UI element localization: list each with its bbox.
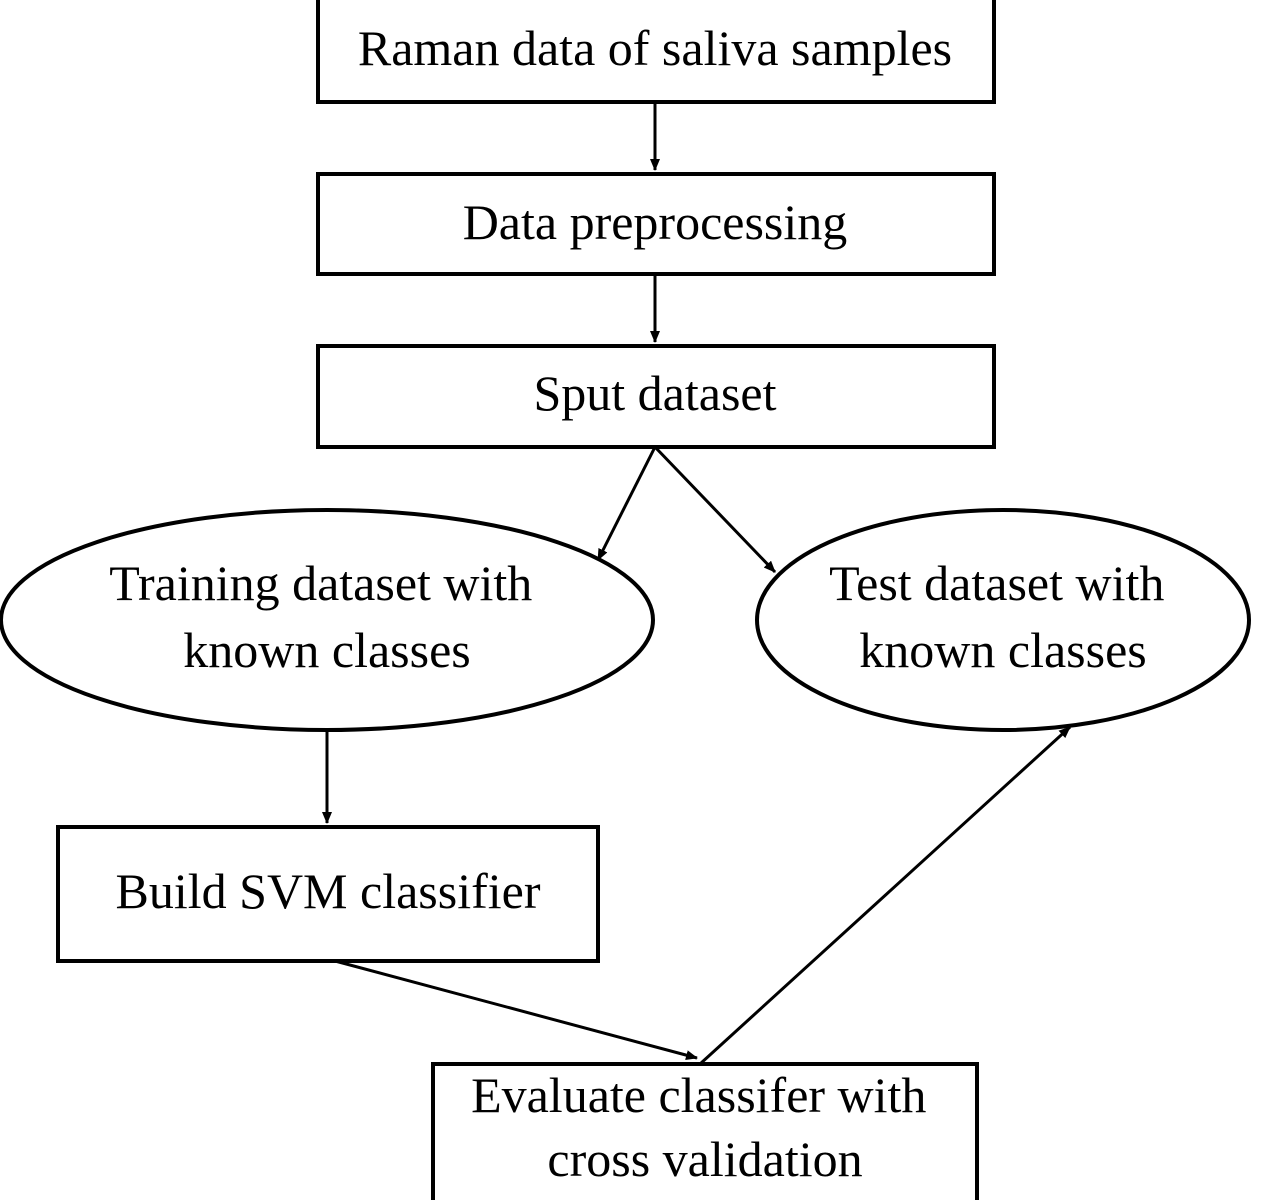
node-training: Training dataset with known classes xyxy=(0,508,655,732)
node-preprocessing-label: Data preprocessing xyxy=(463,194,848,250)
node-training-ellipse xyxy=(0,508,655,732)
node-build-svm-label: Build SVM classifier xyxy=(116,863,541,919)
node-training-label-line2: known classes xyxy=(183,622,470,678)
node-test-label-line2: known classes xyxy=(859,622,1146,678)
edge-build-svm-to-evaluate xyxy=(334,959,698,1060)
node-build-svm: Build SVM classifier xyxy=(56,825,600,963)
node-evaluate-box xyxy=(431,1062,979,1200)
node-build-svm-box xyxy=(56,825,600,963)
edge-evaluate-to-test xyxy=(698,725,1072,1066)
edge-split-to-test xyxy=(653,445,777,574)
svg-text:Sput dataset: Sput dataset xyxy=(533,365,776,421)
node-split-box xyxy=(316,344,996,449)
node-test-ellipse xyxy=(755,508,1251,732)
svg-text:Build SVM classifier: Build SVM classifier xyxy=(116,863,541,919)
edge-split-to-training xyxy=(596,446,657,561)
node-split-label: Sput dataset xyxy=(533,365,776,421)
svg-text:Evaluate classifer with: Evaluate classifer with cross validation xyxy=(471,1067,939,1187)
edges xyxy=(322,102,1072,1066)
node-test-label-line1: Test dataset with xyxy=(829,555,1164,611)
node-raman-data-label: Raman data of saliva samples xyxy=(358,20,952,76)
node-test: Test dataset with known classes xyxy=(755,508,1251,732)
node-split: Sput dataset xyxy=(316,344,996,449)
node-evaluate-label-line1: Evaluate classifer with xyxy=(471,1067,926,1123)
node-evaluate: Evaluate classifer with cross validation xyxy=(431,1062,979,1200)
svg-text:Test dataset with known: Test dataset with known classes xyxy=(829,555,1177,678)
node-raman-data: Raman data of saliva samples xyxy=(316,0,996,104)
node-evaluate-label-line2: cross validation xyxy=(547,1131,862,1187)
node-preprocessing-box xyxy=(316,172,996,276)
node-training-label-line1: Training dataset with xyxy=(109,555,532,611)
node-raman-data-box xyxy=(316,0,996,104)
node-preprocessing: Data preprocessing xyxy=(316,172,996,276)
svg-text:Training dataset with kn: Training dataset with known classes xyxy=(109,555,545,678)
svg-text:Raman data of saliva samples: Raman data of saliva samples xyxy=(358,20,952,76)
svg-text:Data preprocessing: Data preprocessing xyxy=(463,194,848,250)
